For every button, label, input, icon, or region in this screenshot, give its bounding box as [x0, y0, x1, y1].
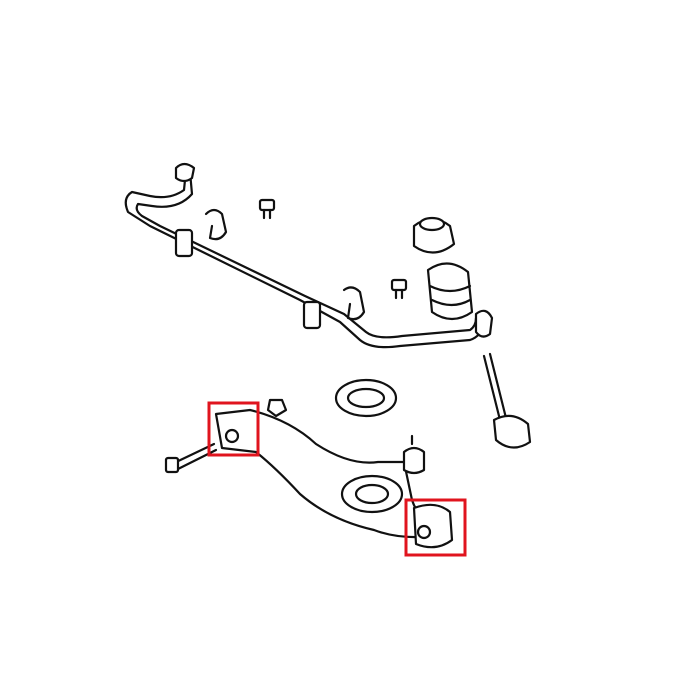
lower-control-arm: [214, 408, 454, 549]
sway-bar-bushing-right: [302, 300, 322, 330]
bump-stop-lower: [426, 262, 474, 321]
bolt-front: [164, 442, 218, 474]
highlight-box-rear-bushing: [404, 498, 467, 557]
sway-bar-bushing-left: [174, 228, 194, 258]
bracket-left: [204, 208, 228, 241]
washer: [266, 398, 288, 418]
bump-stop-upper: [412, 216, 456, 254]
bolt-top-right: [390, 278, 408, 300]
bolt-top-left: [258, 198, 276, 220]
spring-seat-ring: [334, 378, 398, 418]
bracket-right: [342, 286, 366, 321]
sway-bar: [124, 162, 494, 349]
highlight-box-front-bushing: [207, 401, 260, 457]
small-bump-stop: [402, 434, 426, 475]
shock-stud: [482, 352, 532, 449]
